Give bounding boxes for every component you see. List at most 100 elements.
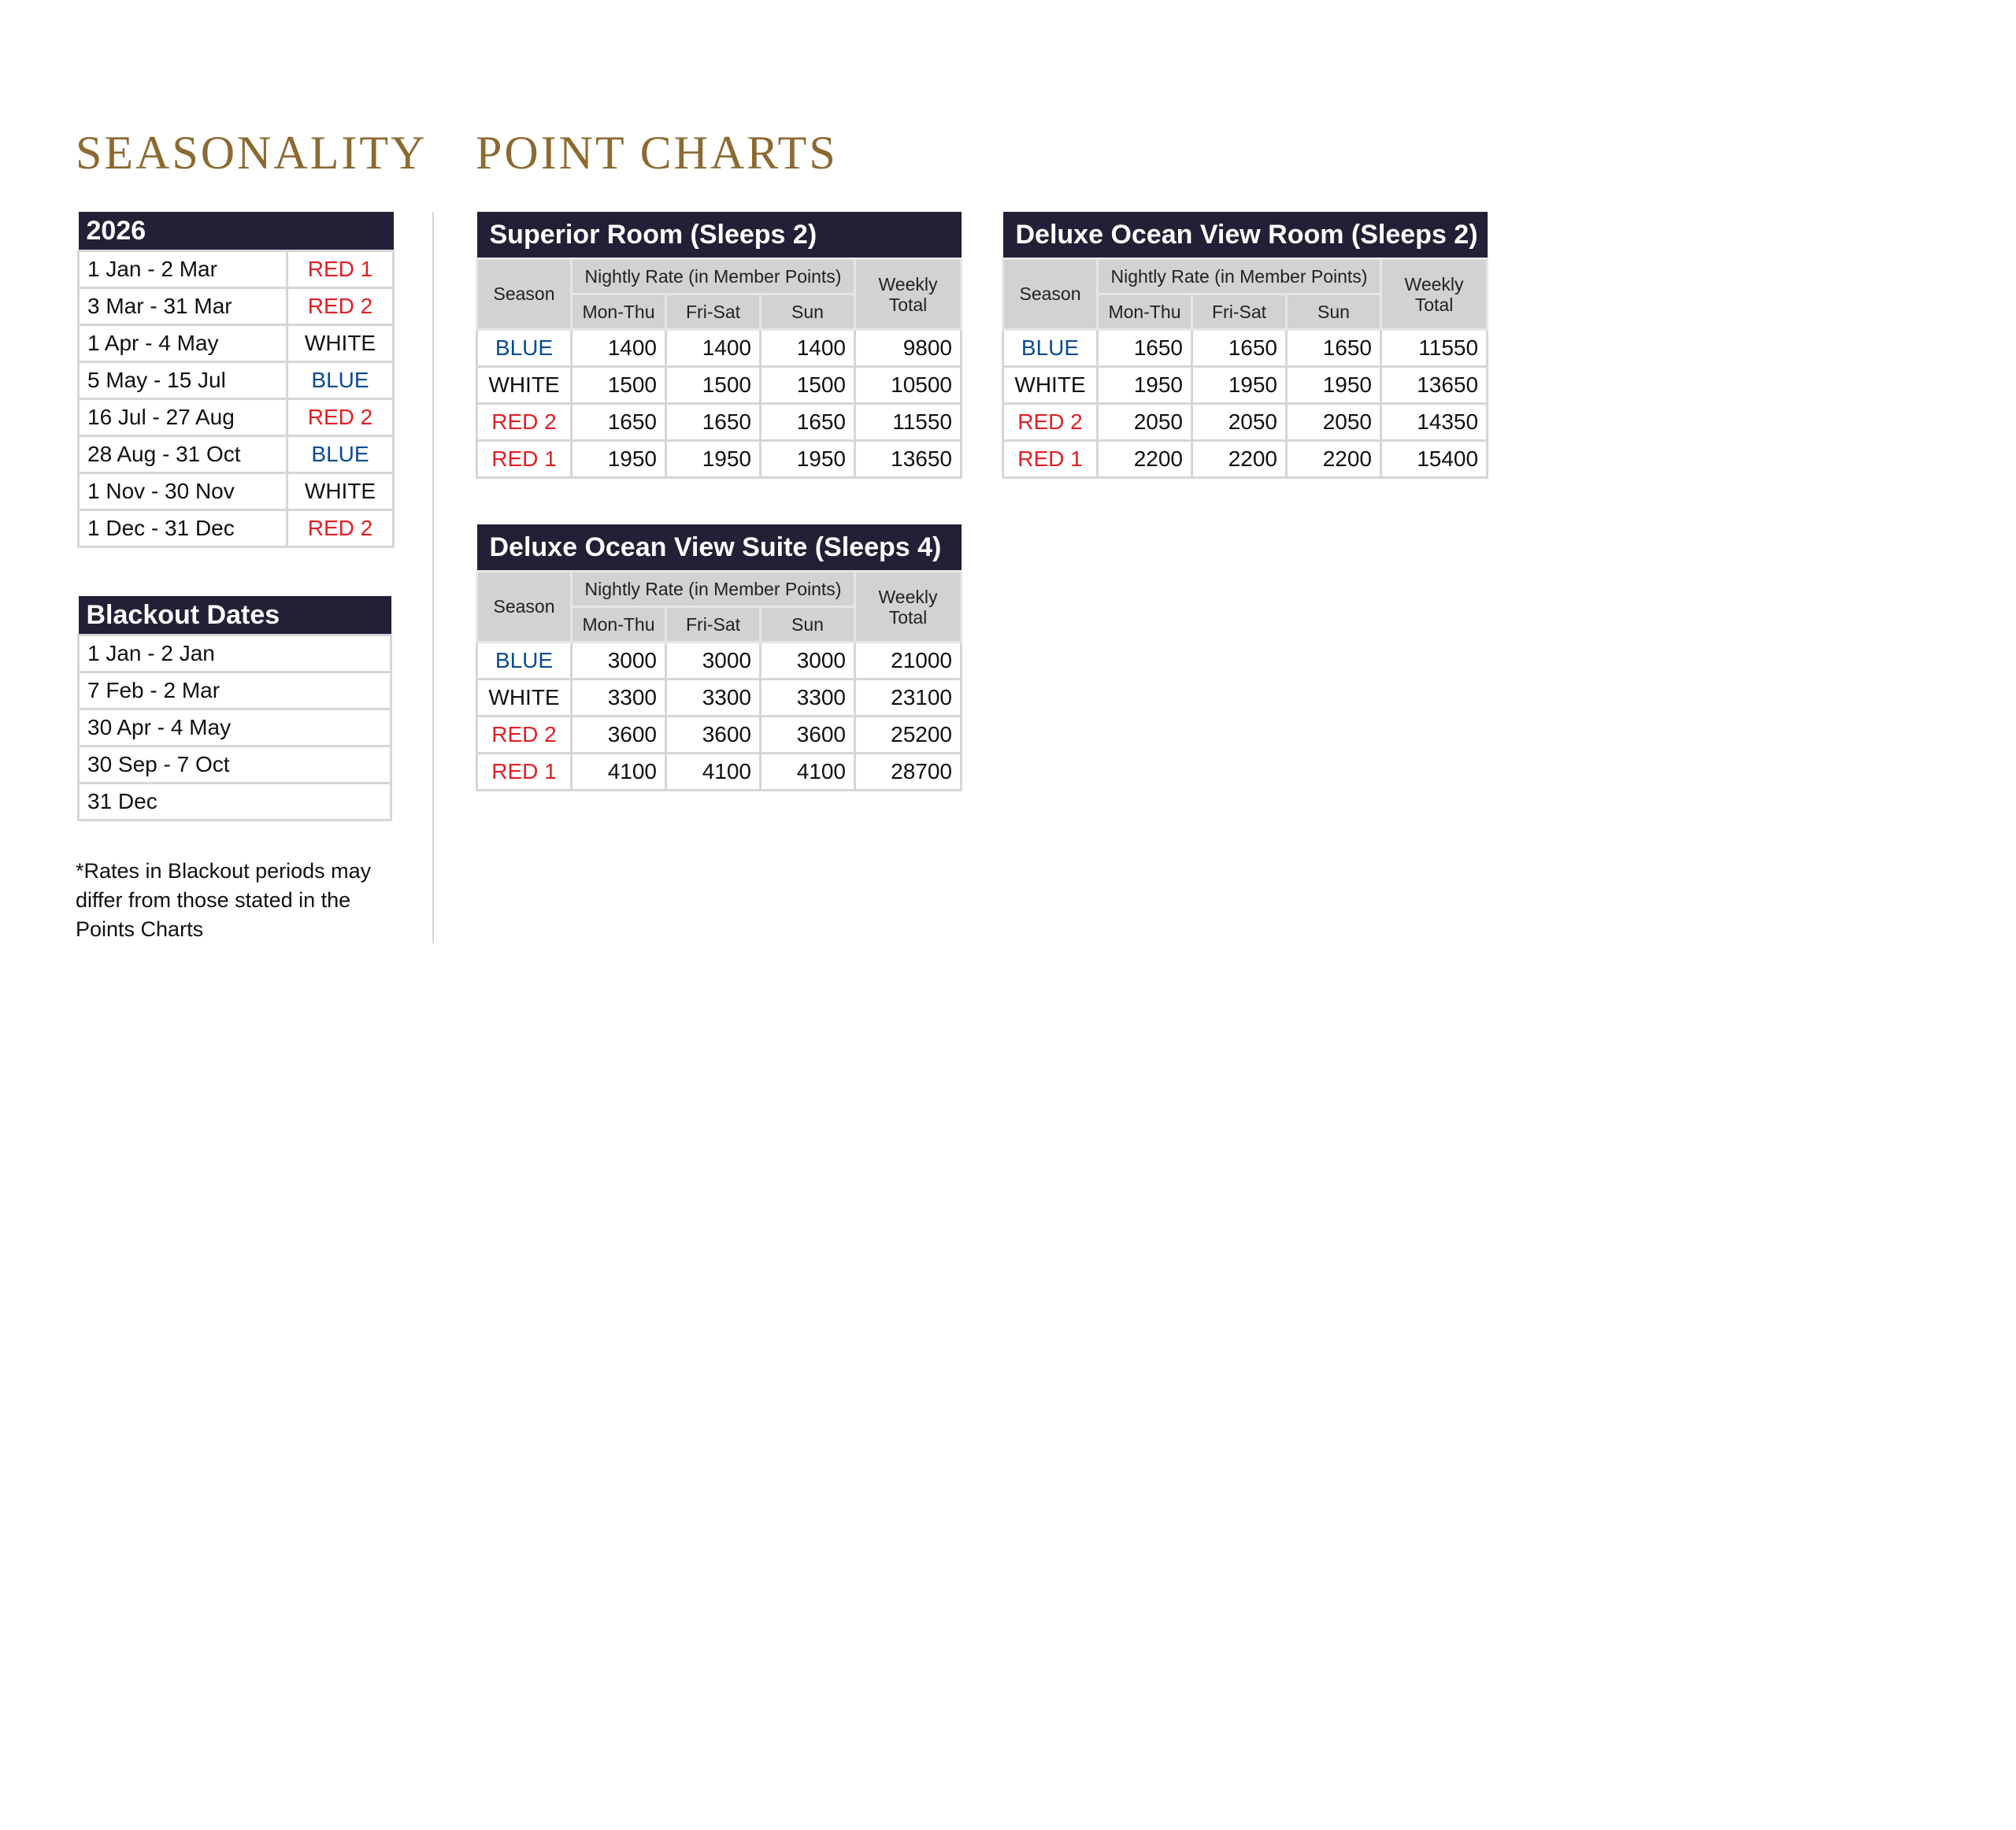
season-label: BLUE xyxy=(1002,328,1099,368)
fri-sat-points: 1950 xyxy=(665,439,762,479)
chart-title: Superior Room (Sleeps 2) xyxy=(476,212,962,259)
mon-thu-points: 1400 xyxy=(570,328,667,368)
weekly-total-points: 14350 xyxy=(1379,402,1489,442)
mon-thu-points: 2200 xyxy=(1096,439,1193,479)
chart-title: Deluxe Ocean View Room (Sleeps 2) xyxy=(1002,212,1488,259)
sun-points: 3000 xyxy=(759,641,856,680)
mon-thu-points: 3300 xyxy=(570,678,667,717)
season-dates: 16 Jul - 27 Aug xyxy=(77,398,288,437)
sun-points: 1400 xyxy=(759,328,856,368)
point-chart-table: Deluxe Ocean View Suite (Sleeps 4) Seaso… xyxy=(476,524,962,791)
mon-thu-points: 4100 xyxy=(570,752,667,791)
mon-thu-points: 3600 xyxy=(570,715,667,754)
season-label: RED 2 xyxy=(1002,402,1099,442)
season-label: BLUE xyxy=(476,328,573,368)
season-header: Season xyxy=(1002,257,1099,331)
season-dates: 3 Mar - 31 Mar xyxy=(77,287,288,326)
season-label: BLUE xyxy=(476,641,573,680)
weekly-total-points: 23100 xyxy=(854,678,962,717)
mon-thu-points: 2050 xyxy=(1096,402,1193,442)
mon-thu-points: 1950 xyxy=(570,439,667,479)
sun-points: 1650 xyxy=(759,402,856,442)
mon-thu-points: 3000 xyxy=(570,641,667,680)
season-label: RED 2 xyxy=(476,715,573,754)
season-label: RED 1 xyxy=(476,752,573,791)
fri-sat-header: Fri-Sat xyxy=(665,293,762,331)
fri-sat-header: Fri-Sat xyxy=(1191,293,1288,331)
fri-sat-points: 2200 xyxy=(1191,439,1288,479)
blackout-row: 1 Jan - 2 Jan xyxy=(77,634,392,673)
blackout-row: 31 Dec xyxy=(77,782,392,821)
seasonality-year: 2026 xyxy=(78,212,394,251)
weekly-total-points: 11550 xyxy=(854,402,962,442)
nightly-rate-header: Nightly Rate (in Member Points) xyxy=(570,257,856,295)
season-label: RED 2 xyxy=(285,509,395,548)
season-label: WHITE xyxy=(285,324,395,363)
season-dates: 28 Aug - 31 Oct xyxy=(77,435,288,474)
point-charts-heading: POINT CHARTS xyxy=(476,127,838,179)
point-chart-table: Superior Room (Sleeps 2) Season Nightly … xyxy=(476,212,962,479)
blackout-dates: 30 Apr - 4 May xyxy=(77,708,392,747)
fri-sat-points: 3600 xyxy=(665,715,762,754)
mon-thu-points: 1650 xyxy=(570,402,667,442)
season-label: WHITE xyxy=(476,678,573,717)
sun-header: Sun xyxy=(759,293,856,331)
nightly-rate-header: Nightly Rate (in Member Points) xyxy=(1096,257,1382,295)
sun-header: Sun xyxy=(759,606,856,643)
season-label: RED 1 xyxy=(285,250,395,289)
weekly-total-points: 15400 xyxy=(1379,439,1489,479)
weekly-total-points: 21000 xyxy=(854,641,962,680)
fri-sat-points: 1950 xyxy=(1191,365,1288,405)
season-dates: 1 Nov - 30 Nov xyxy=(77,472,288,511)
season-header: Season xyxy=(476,257,573,331)
chart-title: Deluxe Ocean View Suite (Sleeps 4) xyxy=(476,524,962,572)
sun-header: Sun xyxy=(1285,293,1382,331)
season-label: BLUE xyxy=(285,435,395,474)
sun-points: 1950 xyxy=(1285,365,1382,405)
nightly-rate-header: Nightly Rate (in Member Points) xyxy=(570,570,856,608)
fri-sat-points: 1650 xyxy=(665,402,762,442)
weekly-total-points: 25200 xyxy=(854,715,962,754)
season-dates: 5 May - 15 Jul xyxy=(77,361,288,400)
blackout-row: 30 Sep - 7 Oct xyxy=(77,745,392,784)
blackout-dates: 1 Jan - 2 Jan xyxy=(77,634,392,673)
season-label: WHITE xyxy=(476,365,573,405)
blackout-row: 7 Feb - 2 Mar xyxy=(77,671,392,710)
fri-sat-header: Fri-Sat xyxy=(665,606,762,643)
mon-thu-points: 1650 xyxy=(1096,328,1193,368)
season-dates: 1 Dec - 31 Dec xyxy=(77,509,288,548)
weekly-total-points: 11550 xyxy=(1379,328,1489,368)
fri-sat-points: 4100 xyxy=(665,752,762,791)
blackout-row: 30 Apr - 4 May xyxy=(77,708,392,747)
weekly-total-points: 13650 xyxy=(854,439,962,479)
weekly-total-header: Weekly Total xyxy=(1379,257,1489,331)
season-label: RED 1 xyxy=(476,439,573,479)
season-label: RED 2 xyxy=(285,287,395,326)
point-chart-table: Deluxe Ocean View Room (Sleeps 2) Season… xyxy=(1002,212,1489,479)
fri-sat-points: 2050 xyxy=(1191,402,1288,442)
mon-thu-points: 1500 xyxy=(570,365,667,405)
sun-points: 1650 xyxy=(1285,328,1382,368)
season-label: RED 2 xyxy=(476,402,573,442)
fri-sat-points: 1500 xyxy=(665,365,762,405)
weekly-total-header: Weekly Total xyxy=(854,257,962,331)
mon-thu-header: Mon-Thu xyxy=(570,293,667,331)
sun-points: 1950 xyxy=(759,439,856,479)
